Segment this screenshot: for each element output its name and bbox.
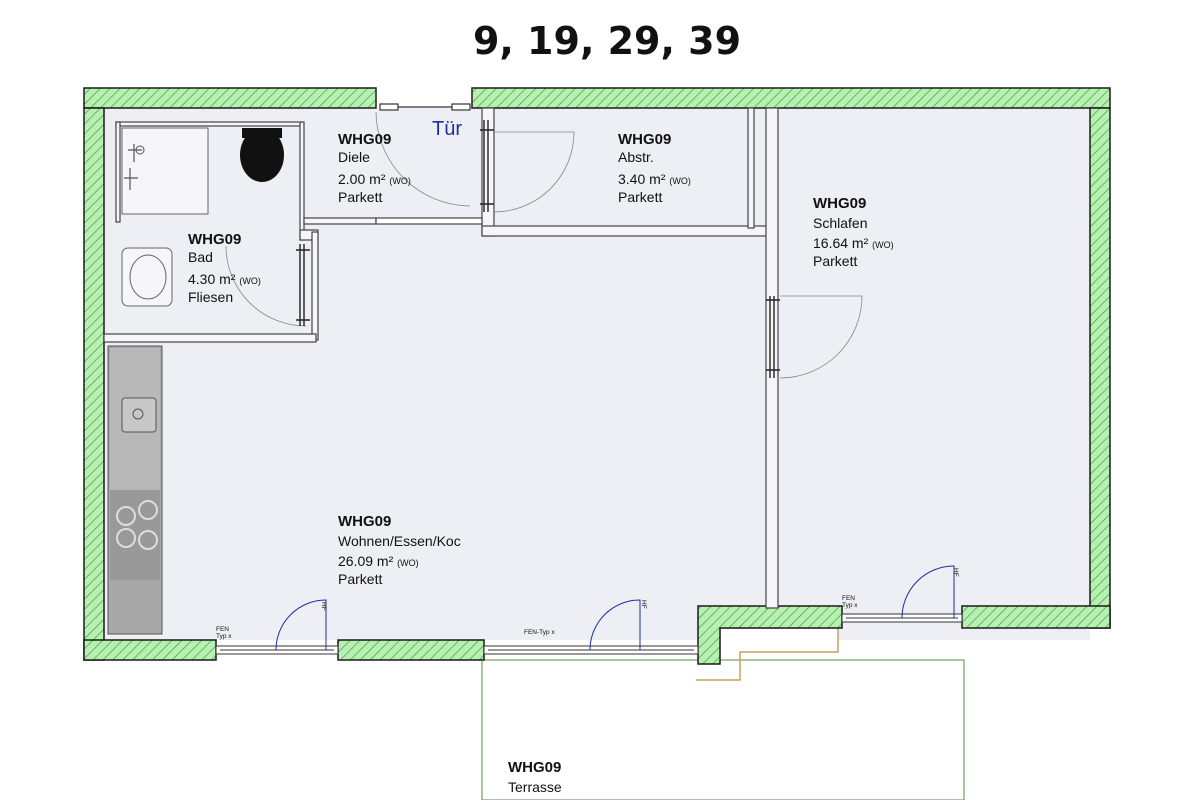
- room-wohnen: WHG09 Wohnen/Essen/Koc 26.09 m² (WO) Par…: [338, 513, 461, 587]
- door-swing-abstr: [493, 131, 575, 213]
- room-floor: Parkett: [338, 189, 382, 205]
- window-3-tag: HF: [952, 568, 959, 577]
- room-terrasse: WHG09 Terrasse: [508, 759, 562, 795]
- room-type: Wohnen/Essen/Koc: [338, 533, 461, 549]
- wall-right: [1089, 107, 1111, 629]
- window-2: FEN-Typ x HF: [483, 599, 699, 655]
- stovetop-icon: [116, 500, 158, 550]
- wall-bottom-2: [337, 639, 485, 661]
- shower-tray: [121, 127, 209, 215]
- page-title: 9, 19, 29, 39: [473, 19, 741, 63]
- entrance-door: [375, 88, 473, 111]
- room-name: WHG09: [188, 231, 241, 248]
- window-2-label: FEN-Typ x: [524, 629, 555, 636]
- windows: FEN Typ x HF FEN-Typ x HF FEN Typ x HF: [215, 565, 963, 655]
- kitchen-counter: [107, 345, 163, 635]
- shower-head-icon: [124, 144, 142, 190]
- room-type: Diele: [338, 149, 370, 165]
- interior-walls: [103, 107, 779, 609]
- room-type: Schlafen: [813, 215, 867, 231]
- room-type: Terrasse: [508, 779, 562, 795]
- room-floor: Fliesen: [188, 289, 233, 305]
- door-swing-diele: [375, 111, 471, 207]
- room-floor: Parkett: [618, 189, 662, 205]
- room-name: WHG09: [338, 513, 391, 530]
- room-floor: Parkett: [338, 571, 382, 587]
- room-diele: WHG09 Diele 2.00 m² (WO) Parkett: [338, 131, 411, 205]
- room-type: Abstr.: [618, 149, 654, 165]
- room-abstr: WHG09 Abstr. 3.40 m² (WO) Parkett: [618, 131, 691, 205]
- room-bad: WHG09 Bad 4.30 m² (WO) Fliesen: [188, 231, 261, 305]
- room-type: Bad: [188, 249, 213, 265]
- room-name: WHG09: [338, 131, 391, 148]
- window-1-label: FEN: [216, 626, 229, 633]
- room-name: WHG09: [813, 195, 866, 212]
- wall-bottom-1: [83, 639, 217, 661]
- window-1-tag: HF: [320, 602, 327, 611]
- kitchen-sink-icon: [121, 397, 157, 433]
- door-label: Tür: [432, 118, 462, 140]
- room-area: 16.64 m² (WO): [813, 235, 894, 251]
- door-swing-schlafen: [779, 295, 863, 379]
- room-schlafen: WHG09 Schlafen 16.64 m² (WO) Parkett: [813, 195, 894, 269]
- room-area: 4.30 m² (WO): [188, 271, 261, 287]
- wall-top-left: [83, 87, 377, 109]
- room-area: 3.40 m² (WO): [618, 171, 691, 187]
- floor-areas: [104, 108, 1090, 800]
- room-area: 2.00 m² (WO): [338, 171, 411, 187]
- room-name: WHG09: [618, 131, 671, 148]
- room-name: WHG09: [508, 759, 561, 776]
- toilet-icon: [240, 128, 284, 182]
- bathroom-fixtures: [121, 127, 284, 307]
- room-floor: Parkett: [813, 253, 857, 269]
- terrace-area: [481, 659, 965, 800]
- window-3-type: Typ x: [842, 602, 858, 609]
- window-1-type: Typ x: [216, 633, 232, 640]
- room-area: 26.09 m² (WO): [338, 553, 419, 569]
- window-3-label: FEN: [842, 595, 855, 602]
- wall-top-right: [471, 87, 1111, 109]
- wall-bottom-4: [961, 605, 1111, 629]
- window-2-tag: HF: [640, 600, 647, 609]
- wall-bottom-3: [697, 605, 843, 665]
- interior-doors: [225, 111, 863, 379]
- window-3: FEN Typ x HF: [841, 565, 963, 623]
- door-swing-bad: [225, 245, 307, 327]
- wall-left: [83, 107, 105, 661]
- window-1: FEN Typ x HF: [215, 599, 339, 655]
- exterior-walls: [83, 87, 1111, 665]
